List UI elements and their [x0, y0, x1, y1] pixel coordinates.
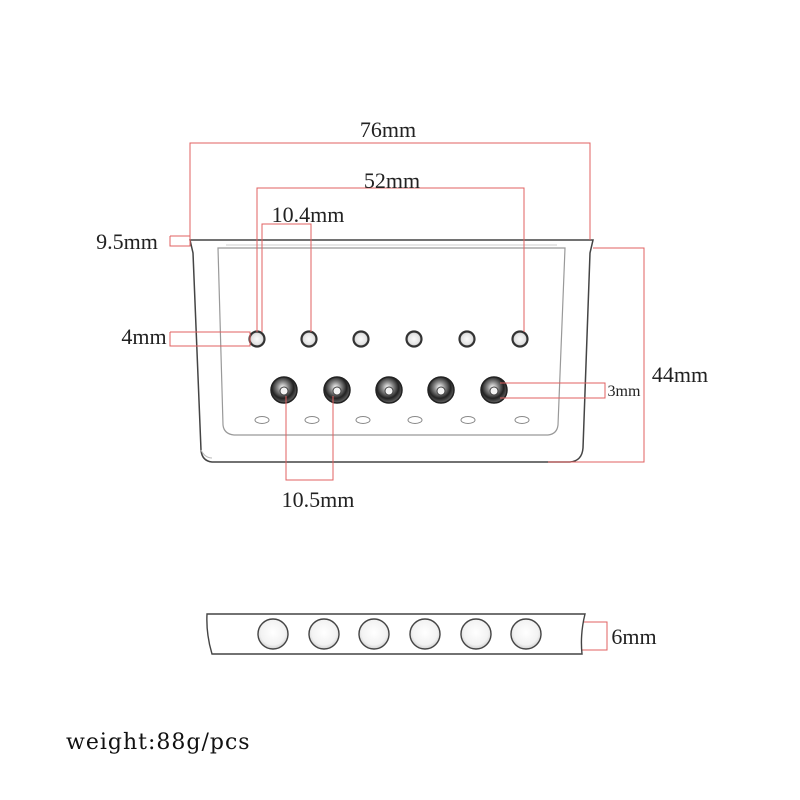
front-slot: [254, 416, 270, 424]
string-hole: [511, 330, 529, 348]
bridge-inner-wall: [217, 247, 566, 436]
dimension-lines: [169, 142, 645, 651]
top-hole-row: [248, 330, 529, 348]
bottom-hole-label: 3mm: [608, 383, 641, 400]
plate-thickness-dimension: [169, 235, 191, 247]
front-slot: [514, 416, 530, 424]
string-hole: [458, 330, 476, 348]
front-slot: [407, 416, 423, 424]
bridge-body: [189, 239, 594, 463]
spacer-bar: [206, 613, 586, 655]
screw: [375, 376, 403, 404]
screw-row: [270, 376, 508, 404]
top-hole-label: 4mm: [121, 324, 166, 349]
bar-hole: [257, 618, 289, 650]
height-dimension: [548, 247, 645, 463]
screw-pitch-label: 10.5mm: [282, 487, 355, 512]
bottom-hole-dimension: [500, 382, 606, 399]
string-hole: [352, 330, 370, 348]
bar-hole: [510, 618, 542, 650]
plate-thickness-label: 9.5mm: [96, 229, 158, 254]
bar-hole: [308, 618, 340, 650]
string-hole: [248, 330, 266, 348]
hole-pitch-label: 10.4mm: [272, 202, 345, 227]
screw-pitch-dimension: [285, 396, 334, 481]
bridge-outline: [189, 239, 594, 463]
screw: [427, 376, 455, 404]
front-slot: [355, 416, 371, 424]
hole-pitch-dimension: [261, 223, 312, 332]
spacer-bar-outline: [206, 613, 586, 655]
string-hole: [405, 330, 423, 348]
overall-width-label: 76mm: [360, 117, 416, 142]
string-hole: [300, 330, 318, 348]
screw: [270, 376, 298, 404]
bar-hole: [460, 618, 492, 650]
front-slot: [304, 416, 320, 424]
bar-hole: [409, 618, 441, 650]
height-label: 44mm: [652, 362, 708, 387]
top-hole-dimension: [169, 331, 251, 347]
overall-width-dimension: [189, 142, 591, 240]
screw: [323, 376, 351, 404]
weight-text: weight:88g/pcs: [66, 730, 251, 755]
hole-span-dimension: [256, 187, 525, 332]
bar-hole: [358, 618, 390, 650]
screw: [480, 376, 508, 404]
front-slot-row: [254, 416, 530, 424]
hole-span-label: 52mm: [364, 168, 420, 193]
bar-hole-label: 6mm: [611, 624, 656, 649]
front-slot: [460, 416, 476, 424]
